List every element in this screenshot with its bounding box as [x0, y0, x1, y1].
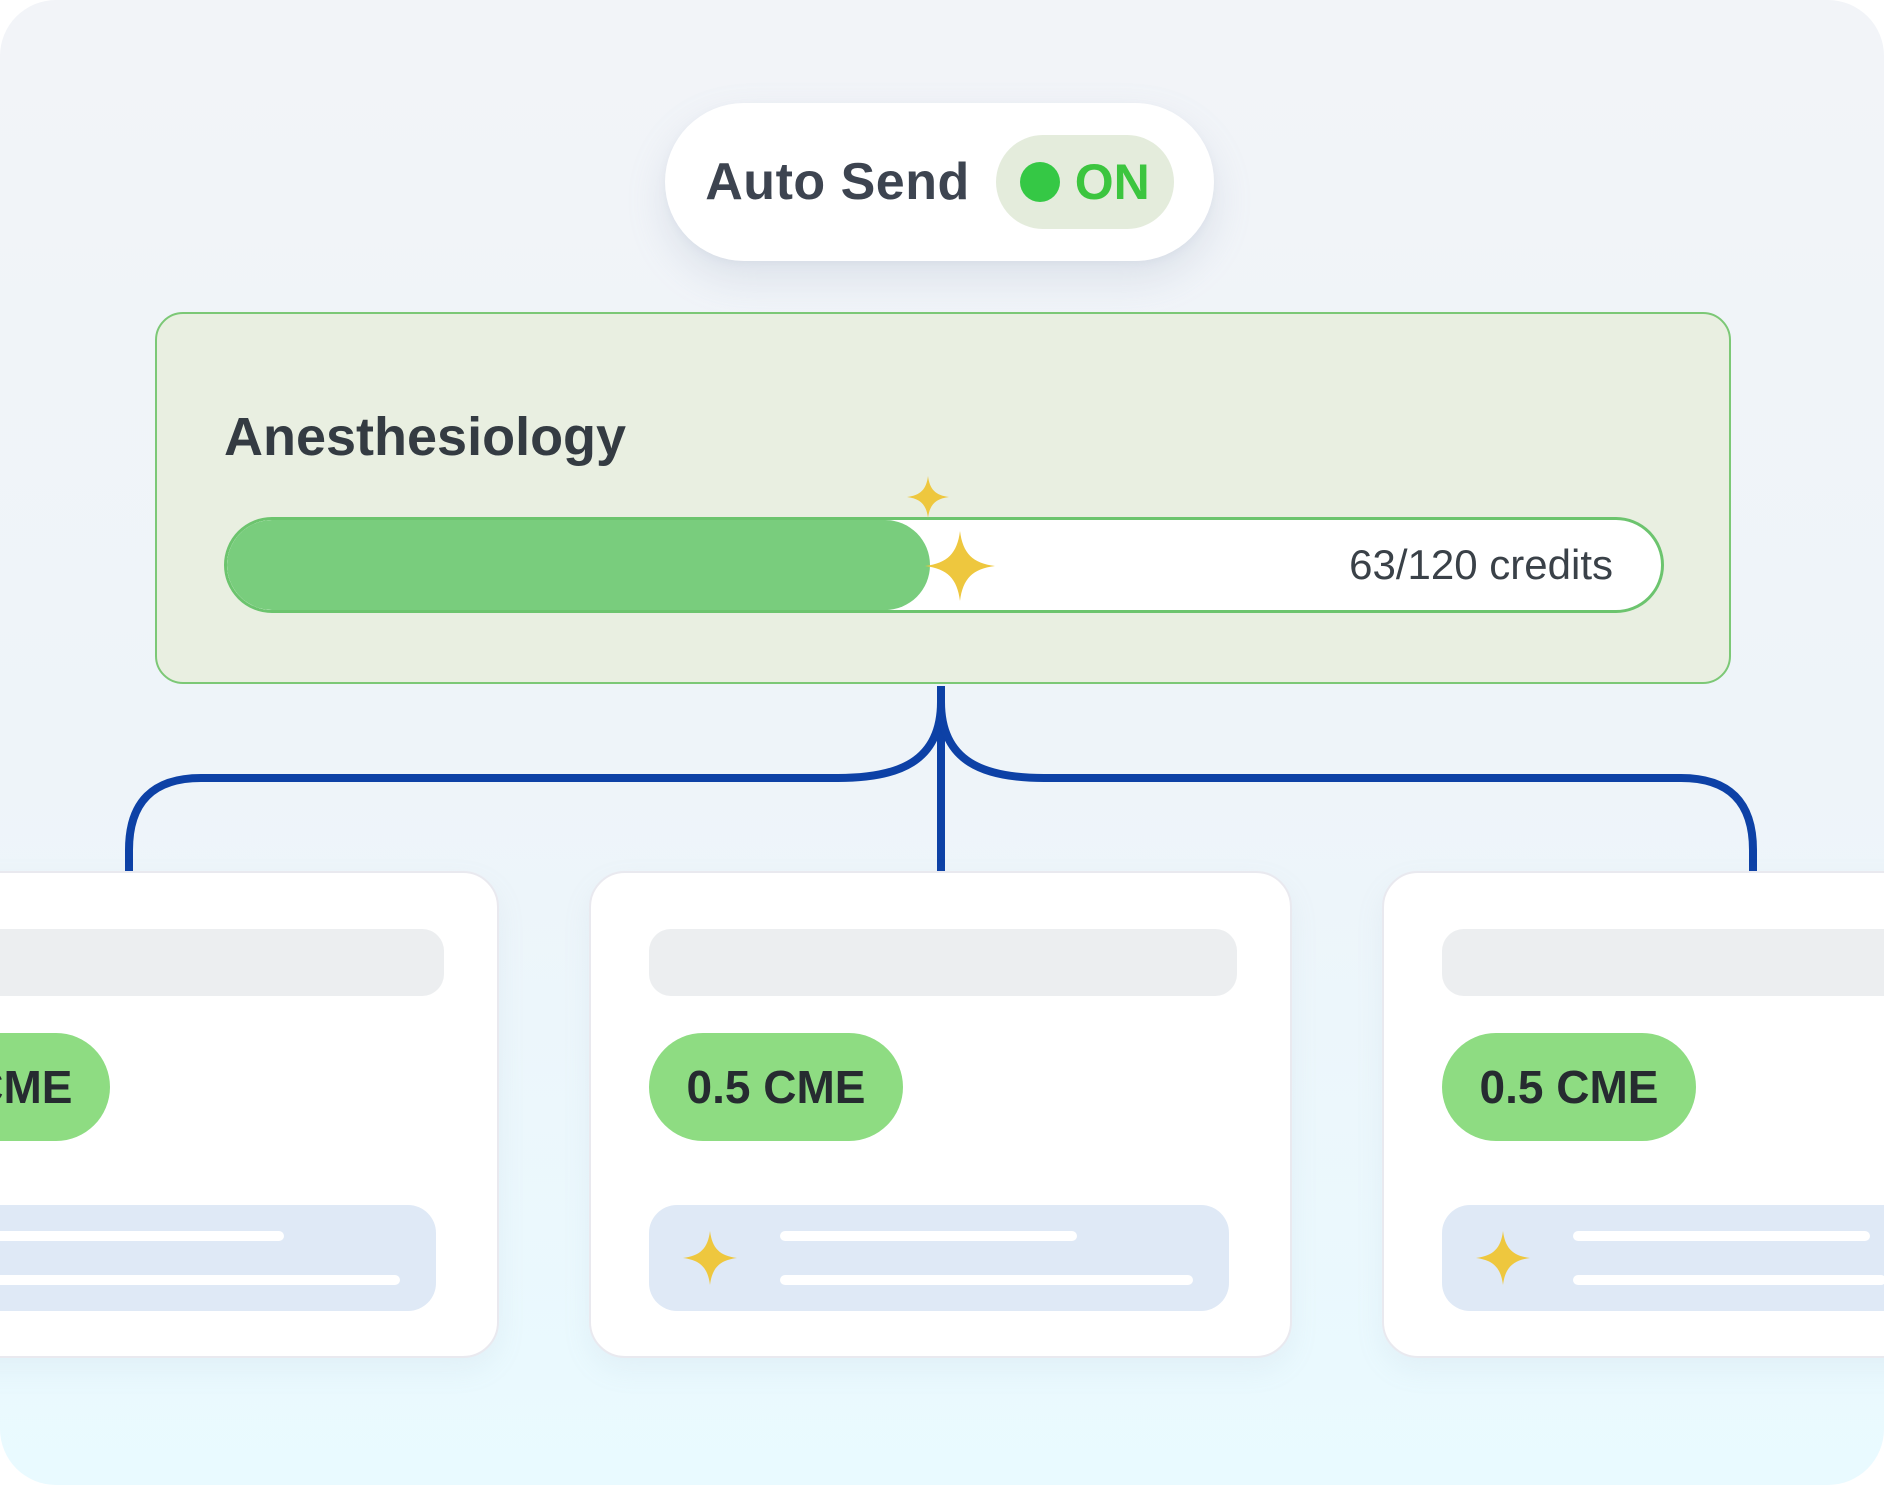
cme-credit-badge: 0.5 CME — [649, 1033, 903, 1141]
card-footer — [649, 1205, 1229, 1311]
card-footer — [1442, 1205, 1884, 1311]
skeleton-title-bar — [1442, 929, 1884, 996]
specialty-card: Anesthesiology 63/120 credits — [155, 312, 1731, 684]
credits-count-label: 63/120 credits — [1349, 541, 1613, 588]
cme-credit-badge: 0.5 CME — [0, 1033, 110, 1141]
skeleton-title-bar — [649, 929, 1237, 996]
sparkle-icon — [1476, 1231, 1530, 1285]
credits-progress-fill — [227, 520, 930, 610]
auto-send-toggle[interactable]: Auto Send ON — [665, 103, 1214, 261]
credits-progress-bar: 63/120 credits — [224, 517, 1664, 613]
auto-send-status-text: ON — [1074, 154, 1150, 210]
cme-credit-badge: 0.5 CME — [1442, 1033, 1696, 1141]
course-card: 0.5 CME — [589, 871, 1292, 1358]
skeleton-text-line — [1573, 1231, 1870, 1241]
course-card: 0.5 CME — [1382, 871, 1884, 1358]
status-dot-icon — [1019, 162, 1060, 202]
skeleton-text-line — [0, 1231, 284, 1241]
sparkle-icon — [683, 1231, 737, 1285]
auto-send-status-badge[interactable]: ON — [995, 135, 1174, 229]
course-card: 0.5 CME — [0, 871, 499, 1358]
skeleton-text-line — [780, 1231, 1077, 1241]
skeleton-text-line — [0, 1275, 400, 1285]
skeleton-text-line — [780, 1275, 1193, 1285]
skeleton-title-bar — [0, 929, 444, 996]
skeleton-text-line — [1573, 1275, 1884, 1285]
auto-send-label: Auto Send — [705, 153, 970, 211]
card-footer — [0, 1205, 436, 1311]
specialty-title: Anesthesiology — [224, 407, 627, 467]
